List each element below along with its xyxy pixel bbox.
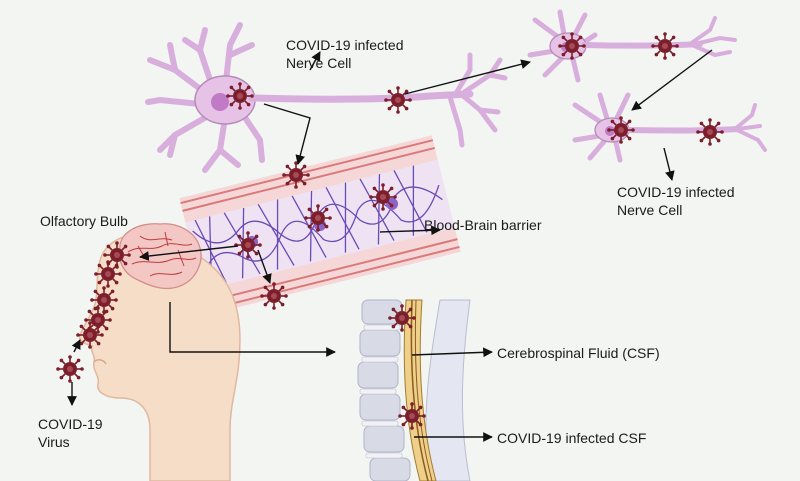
label-nerve-cell-top-line2: Nerve Cell <box>286 55 352 71</box>
label-nerve-cell-top: COVID-19 infected Nerve Cell <box>286 36 404 72</box>
label-virus-line2: Virus <box>38 434 70 450</box>
label-nerve-cell-right-line2: Nerve Cell <box>617 202 683 218</box>
spine <box>357 299 471 481</box>
arrows <box>67 49 713 442</box>
label-infected-csf: COVID-19 infected CSF <box>497 430 647 446</box>
label-nerve-cell-right-line1: COVID-19 infected <box>617 184 735 200</box>
label-csf: Cerebrospinal Fluid (CSF) <box>497 345 660 361</box>
label-olfactory-bulb: Olfactory Bulb <box>40 213 128 229</box>
label-nerve-cell-right: COVID-19 infected Nerve Cell <box>617 183 735 219</box>
label-virus: COVID-19 Virus <box>38 415 103 451</box>
neuron-upper-right <box>527 9 737 83</box>
neuron-lower-right <box>572 92 767 163</box>
head-profile <box>78 233 241 481</box>
label-blood-brain-barrier: Blood-Brain barrier <box>424 217 542 233</box>
label-virus-line1: COVID-19 <box>38 416 103 432</box>
brain <box>118 223 202 290</box>
label-nerve-cell-top-line1: COVID-19 infected <box>286 37 404 53</box>
